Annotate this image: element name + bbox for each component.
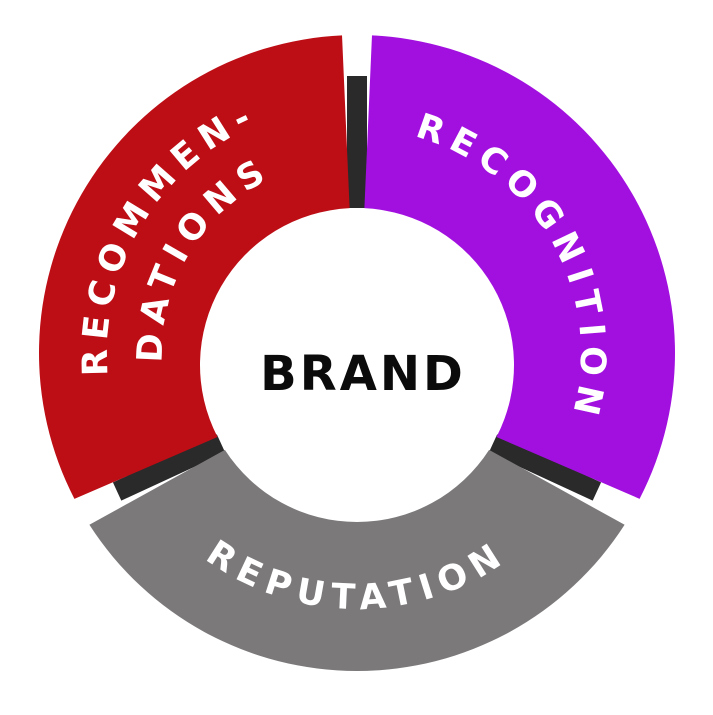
inner-ring-layer [112,76,602,501]
center-label: BRAND [260,346,466,402]
segment-recommendations [39,35,350,499]
segments-layer [39,35,675,671]
ring-gap-bar [112,434,226,501]
ring-gap-bar [488,434,602,501]
segment-reputation [89,449,625,671]
segment-recognition [364,35,675,499]
